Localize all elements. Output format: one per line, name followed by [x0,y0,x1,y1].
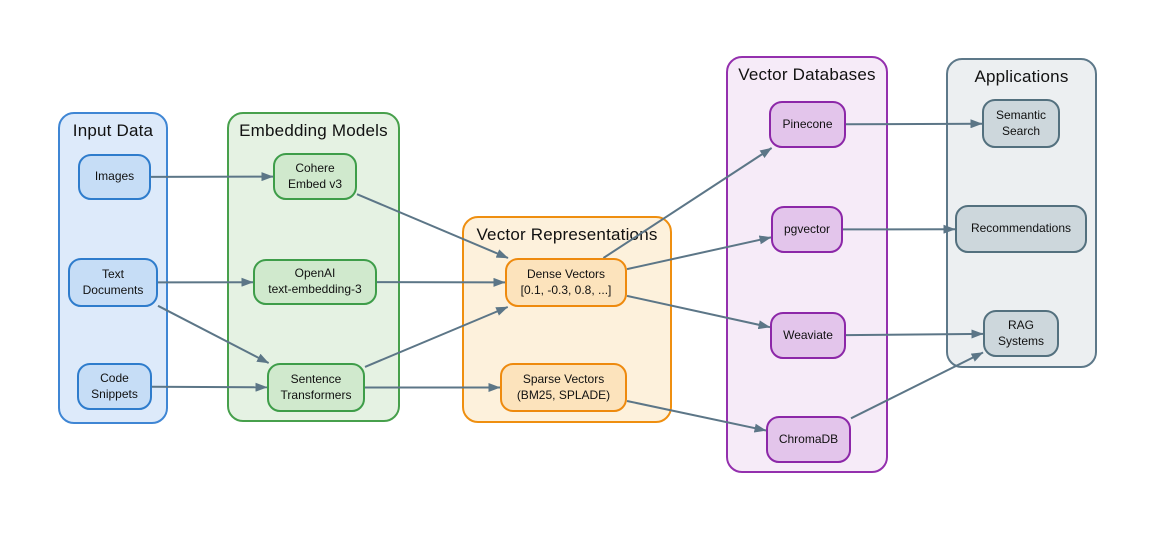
node-recommendations: Recommendations [955,205,1087,253]
node-pinecone: Pinecone [769,101,846,148]
node-cohere-embed-v3: Cohere Embed v3 [273,153,357,200]
node-dense-vectors: Dense Vectors [0.1, -0.3, 0.8, ...] [505,258,627,307]
group-title-input-data: Input Data [72,121,154,140]
node-images: Images [78,154,151,200]
node-rag-systems: RAG Systems [983,310,1059,357]
node-chromadb: ChromaDB [766,416,851,463]
node-sparse-vectors: Sparse Vectors (BM25, SPLADE) [500,363,627,412]
node-weaviate: Weaviate [770,312,846,359]
group-title-applications: Applications [974,67,1069,86]
node-sentence-transformers: Sentence Transformers [267,363,365,412]
node-openai-text-embedding-3: OpenAI text-embedding-3 [253,259,377,305]
node-text-documents: Text Documents [68,258,158,307]
group-title-embedding-models: Embedding Models [239,121,388,140]
node-semantic-search: Semantic Search [982,99,1060,148]
node-code-snippets: Code Snippets [77,363,152,410]
group-title-vector-databases: Vector Databases [738,65,876,84]
node-pgvector: pgvector [771,206,843,253]
group-title-vector-representations: Vector Representations [476,225,658,244]
